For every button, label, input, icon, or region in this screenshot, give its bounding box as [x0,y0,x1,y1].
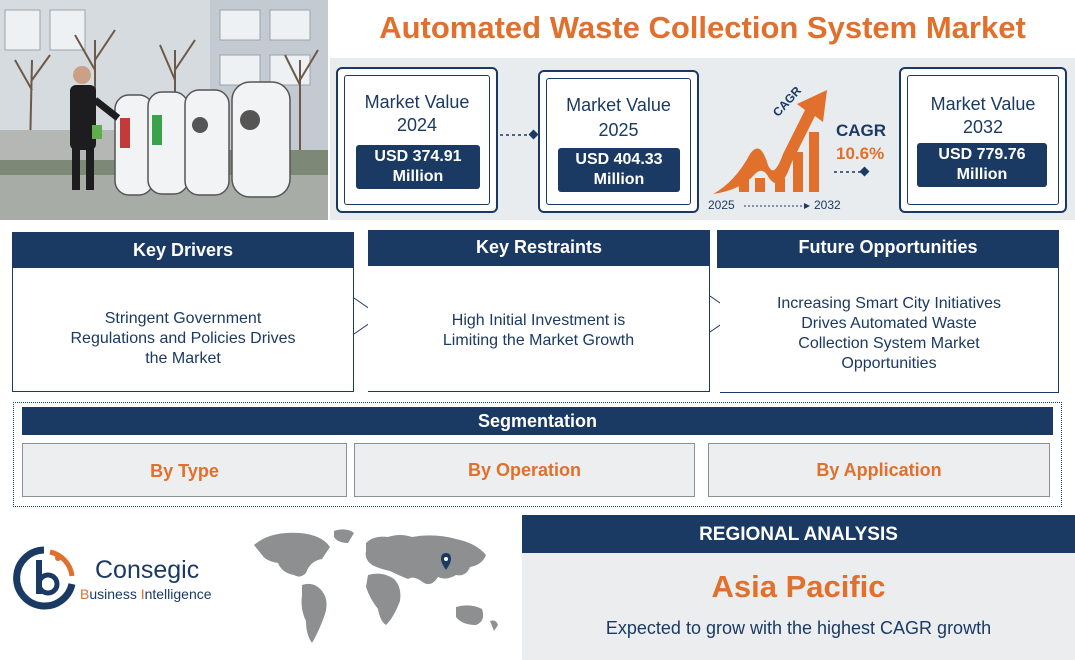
future-opportunities-header: Future Opportunities [717,230,1059,268]
key-drivers-header: Key Drivers [12,232,354,268]
market-value-year: 2032 [962,117,1004,137]
key-drivers-panel: Key Drivers Stringent Government Regulat… [12,232,354,392]
logo-name: Consegic [95,556,200,584]
cagr-year-end: 2032 [814,198,841,212]
segmentation-header: Segmentation [22,407,1053,435]
cagr-value: 10.6% [836,144,885,163]
growth-arrow-icon [705,82,835,212]
region-name: Asia Pacific [711,569,886,604]
future-opportunities-panel: Future Opportunities Increasing Smart Ci… [717,230,1059,393]
key-drivers-text: Stringent Government Regulations and Pol… [70,310,296,367]
market-value-2024-card: Market Value 2024 USD 374.91 Million [336,67,498,213]
connector-arrow [500,128,540,140]
logo-subtitle: Business Intelligence [80,586,212,602]
segment-by-type: By Type [22,443,347,497]
world-map-icon [250,525,515,653]
hero-photo [0,0,328,220]
market-value-amount: USD 374.91 Million [356,145,480,189]
market-value-amount: USD 404.33 Million [558,148,680,192]
key-restraints-header: Key Restraints [368,230,710,266]
segment-by-application: By Application [708,443,1050,497]
regional-analysis-header: REGIONAL ANALYSIS [522,515,1075,553]
waste-bins-photo-illustration [0,0,328,220]
region-note: Expected to grow with the highest CAGR g… [605,618,992,638]
connector-arrow [834,166,870,177]
market-value-amount: USD 779.76 Million [917,143,1047,187]
key-restraints-panel: Key Restraints High Initial Investment i… [368,230,710,392]
location-pin-icon [441,553,451,570]
market-value-2025-card: Market Value 2025 USD 404.33 Million [538,70,699,213]
segment-by-operation: By Operation [354,443,695,497]
segmentation-section [13,402,1062,507]
consegic-logo-icon [10,542,78,616]
page-title: Automated Waste Collection System Market [379,10,1026,45]
cagr-year-start: 2025 [708,198,735,212]
timeline-arrow-icon [744,203,810,209]
market-value-label: Market Value [566,95,671,115]
market-value-label: Market Value [930,94,1036,114]
cagr-label: CAGR [836,121,887,140]
market-value-year: 2024 [396,115,438,135]
market-value-year: 2025 [598,120,639,140]
future-opportunities-text: Increasing Smart City Initiatives Drives… [776,295,1002,372]
market-value-label: Market Value [364,92,470,112]
key-restraints-text: High Initial Investment is Limiting the … [442,312,635,349]
market-value-2032-card: Market Value 2032 USD 779.76 Million [899,67,1067,213]
